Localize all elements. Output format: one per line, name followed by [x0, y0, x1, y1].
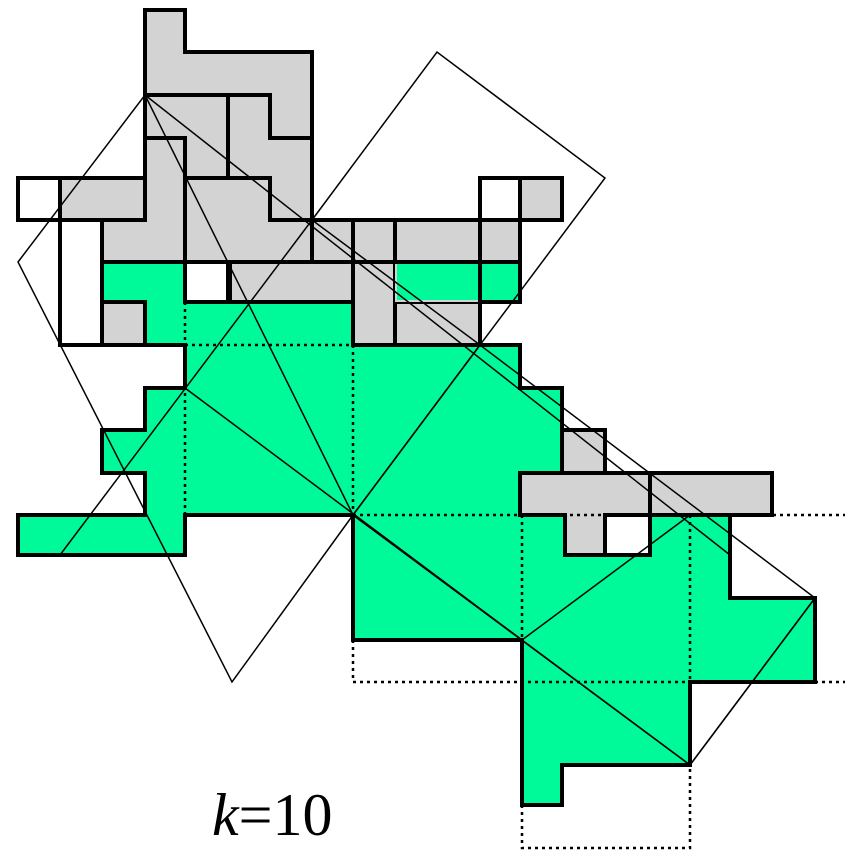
dotted-grid	[183, 302, 845, 850]
green-region	[16, 260, 817, 807]
caption-value: 10	[272, 782, 332, 848]
caption-operator: =	[239, 782, 273, 848]
green-main-region	[16, 260, 817, 807]
k-value-caption: k=10	[212, 782, 332, 848]
caption-variable: k	[212, 782, 240, 848]
construction-lines	[17, 50, 817, 767]
